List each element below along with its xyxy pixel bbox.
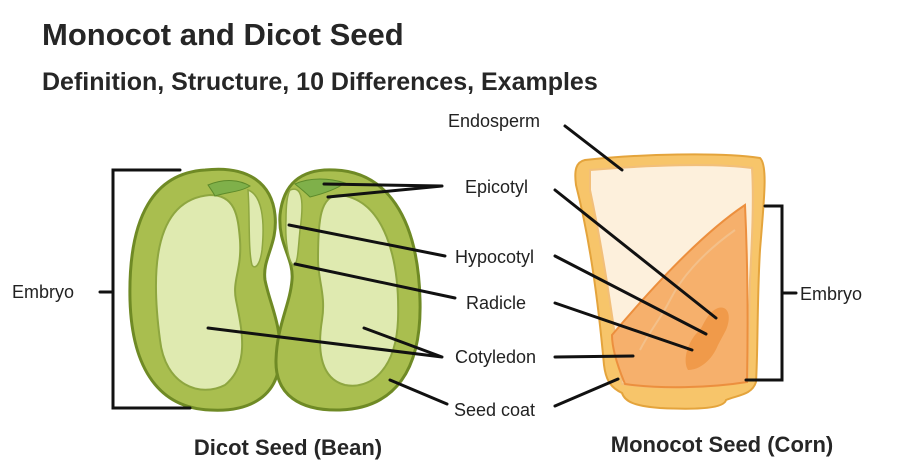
- label-embryo-right: Embryo: [800, 284, 862, 304]
- label-epicotyl: Epicotyl: [465, 177, 528, 197]
- page-subtitle: Definition, Structure, 10 Differences, E…: [42, 68, 598, 96]
- label-seed-coat: Seed coat: [454, 400, 535, 420]
- label-embryo-left: Embryo: [12, 282, 74, 302]
- monocot-embryo-axis: [685, 307, 729, 370]
- label-endosperm: Endosperm: [448, 111, 540, 131]
- page-title: Monocot and Dicot Seed: [42, 17, 404, 52]
- embryo-bracket-right: [744, 204, 798, 382]
- caption-dicot: Dicot Seed (Bean): [194, 435, 382, 460]
- embryo-bracket-left: [98, 168, 192, 410]
- label-hypocotyl: Hypocotyl: [455, 247, 534, 267]
- dicot-seed: [128, 167, 422, 412]
- label-radicle: Radicle: [466, 293, 526, 313]
- dicot-epicotyl-left: [207, 180, 251, 197]
- label-cotyledon: Cotyledon: [455, 347, 536, 367]
- caption-monocot: Monocot Seed (Corn): [611, 432, 833, 457]
- pointer-lines: [206, 124, 718, 408]
